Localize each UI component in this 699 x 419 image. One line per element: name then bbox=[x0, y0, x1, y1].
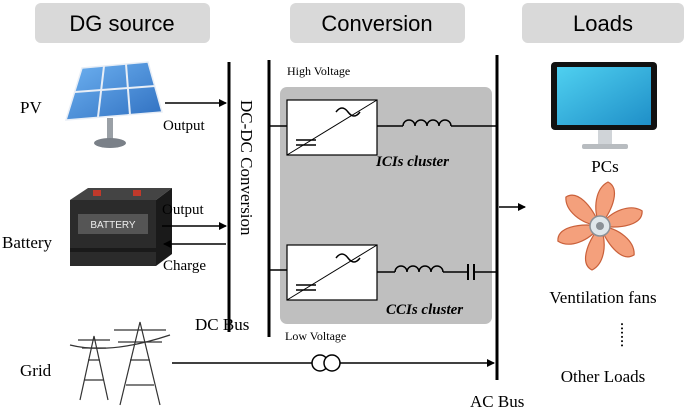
pv-panel-icon bbox=[64, 61, 163, 148]
other-loads-label: Other Loads bbox=[561, 367, 646, 386]
header-dg-source: DG source bbox=[35, 3, 210, 43]
header-loads: Loads bbox=[522, 3, 684, 43]
ici-cluster-label: ICIs cluster bbox=[375, 154, 449, 170]
power-tower-icon bbox=[69, 321, 171, 406]
ici-inductor-icon bbox=[402, 119, 452, 127]
pv-output-label: Output bbox=[163, 118, 206, 134]
battery-icon: BATTERY bbox=[70, 188, 172, 266]
ventilation-fans-label: Ventilation fans bbox=[549, 288, 656, 307]
low-voltage-label: Low Voltage bbox=[285, 329, 346, 343]
cci-inverter-icon bbox=[286, 244, 378, 301]
header-dg-source-label: DG source bbox=[69, 11, 174, 36]
battery-output-label: Output bbox=[162, 202, 205, 218]
header-conversion-label: Conversion bbox=[321, 11, 432, 36]
ellipsis-label: ...... bbox=[617, 322, 636, 348]
header-loads-label: Loads bbox=[573, 11, 633, 36]
dc-bus-label: DC Bus bbox=[195, 315, 249, 334]
ici-inverter-icon bbox=[286, 99, 378, 156]
pcs-label: PCs bbox=[591, 157, 618, 176]
pv-label: PV bbox=[20, 98, 42, 117]
dcdc-conversion-label: DC-DC Conversion bbox=[237, 100, 256, 236]
battery-brand-label: BATTERY bbox=[90, 220, 136, 231]
high-voltage-label: High Voltage bbox=[287, 64, 350, 78]
battery-label: Battery bbox=[2, 233, 53, 252]
ac-bus-label: AC Bus bbox=[470, 392, 524, 411]
cci-inductor-icon bbox=[394, 265, 444, 273]
cci-cluster-label: CCIs cluster bbox=[386, 302, 463, 318]
monitor-icon bbox=[551, 62, 657, 149]
fan-icon bbox=[557, 181, 643, 271]
grid-label: Grid bbox=[20, 361, 52, 380]
transformer-icon bbox=[311, 354, 341, 372]
header-conversion: Conversion bbox=[290, 3, 465, 43]
battery-charge-label: Charge bbox=[163, 258, 206, 274]
